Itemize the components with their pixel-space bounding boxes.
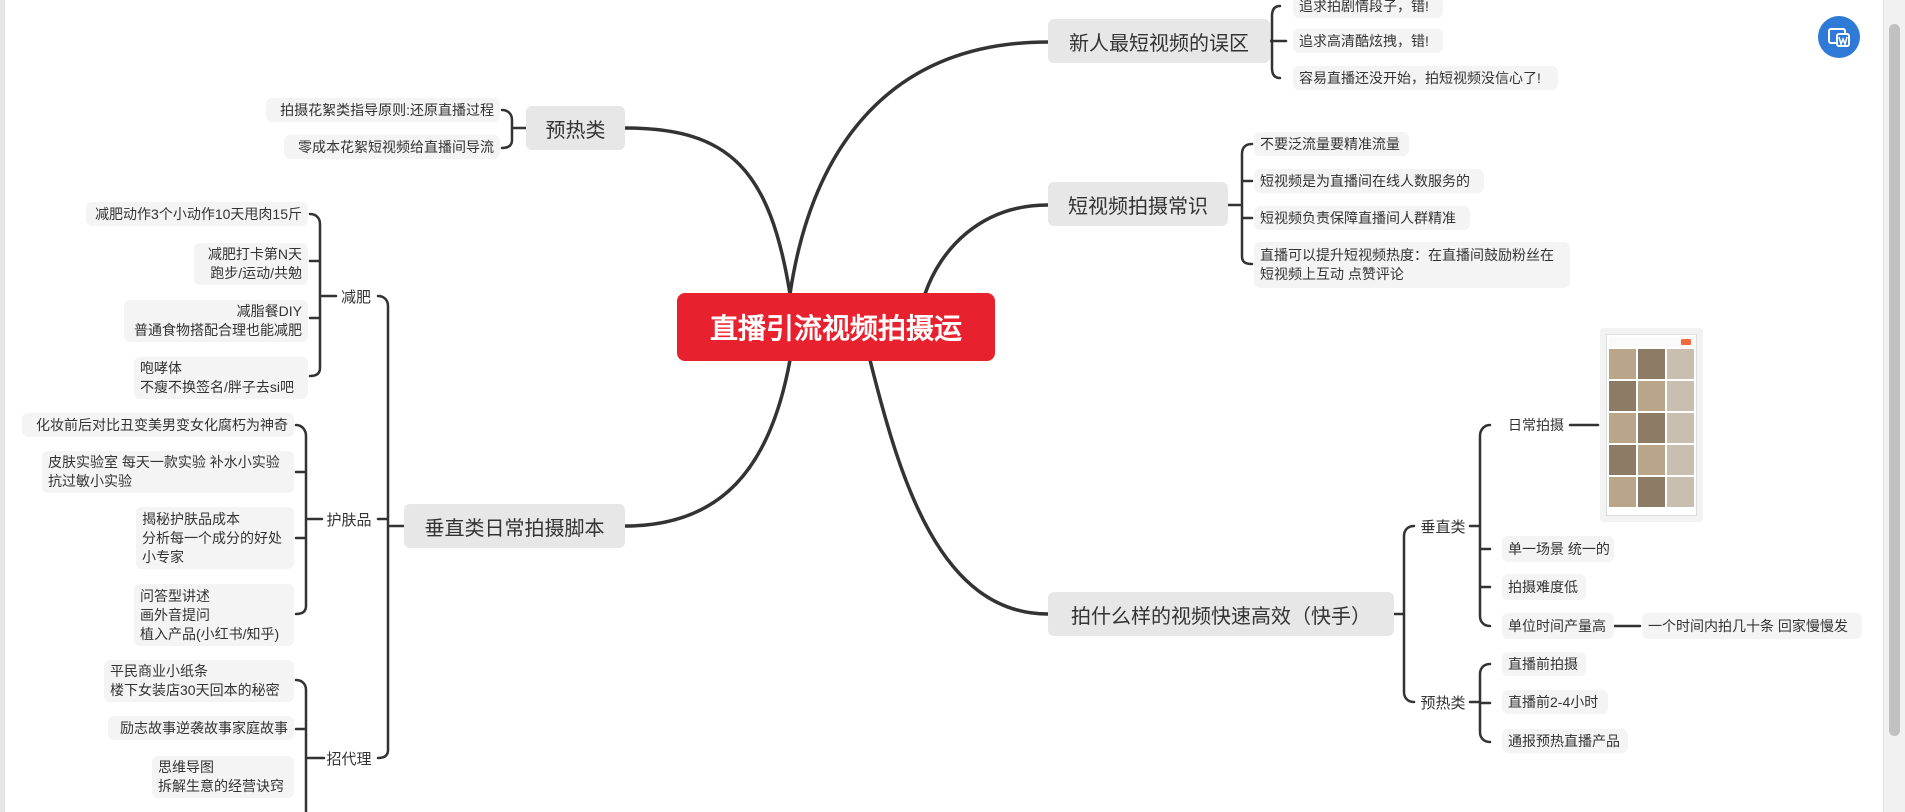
- phone-status-bar: [1609, 337, 1694, 347]
- daily-skincare[interactable]: 护肤品: [326, 511, 372, 529]
- warmup-item-1[interactable]: 直播前拍摄: [1502, 652, 1586, 676]
- vertical-item-4[interactable]: 单位时间产量高: [1502, 613, 1614, 639]
- branch-mistakes[interactable]: 新人最短视频的误区: [1048, 19, 1270, 63]
- fast-warmup[interactable]: 预热类: [1420, 694, 1466, 712]
- diet-item-2[interactable]: 减肥打卡第N天 跑步/运动/共勉: [194, 243, 308, 285]
- share-to-app-icon: [1828, 28, 1850, 47]
- skincare-item-4[interactable]: 问答型讲述 画外音提问 植入产品(小红书/知乎): [134, 584, 294, 646]
- diet-item-4[interactable]: 咆哮体 不瘦不换签名/胖子去si吧: [134, 357, 308, 399]
- agent-item-2[interactable]: 励志故事逆袭故事家庭故事: [108, 716, 294, 740]
- diet-item-3[interactable]: 减脂餐DIY 普通食物搭配合理也能减肥: [124, 300, 308, 342]
- skincare-item-2[interactable]: 皮肤实验室 每天一款实验 补水小实验 抗过敏小实验: [42, 451, 294, 493]
- warmup-item-3[interactable]: 通报预热直播产品: [1502, 729, 1628, 753]
- vertical-item-1[interactable]: 日常拍摄: [1508, 417, 1564, 433]
- skincare-item-3[interactable]: 揭秘护肤品成本 分析每一个成分的好处 小专家: [136, 507, 294, 569]
- mistakes-item-3[interactable]: 容易直播还没开始，拍短视频没信心了!: [1293, 66, 1558, 90]
- phone-screenshot: [1606, 334, 1697, 516]
- warmup-item-2[interactable]: 直播前2-4小时: [1502, 690, 1608, 714]
- branch-daily[interactable]: 垂直类日常拍摄脚本: [404, 504, 625, 548]
- branch-fast[interactable]: 拍什么样的视频快速高效（快手）: [1048, 592, 1394, 636]
- vertical-item-2[interactable]: 单一场景 统一的: [1502, 536, 1614, 562]
- common-item-3[interactable]: 短视频负责保障直播间人群精准: [1254, 206, 1470, 230]
- agent-item-1[interactable]: 平民商业小纸条 楼下女装店30天回本的秘密: [104, 660, 294, 702]
- vertical-item-3[interactable]: 拍摄难度低: [1502, 574, 1586, 600]
- common-item-1[interactable]: 不要泛流量要精准流量: [1254, 132, 1409, 156]
- skincare-item-1[interactable]: 化妆前后对比丑变美男变女化腐朽为神奇: [22, 413, 294, 437]
- left-edge: [0, 0, 5, 812]
- diet-item-1[interactable]: 减肥动作3个小动作10天甩肉15斤: [86, 202, 308, 226]
- common-item-2[interactable]: 短视频是为直播间在线人数服务的: [1254, 169, 1484, 193]
- daily-agent[interactable]: 招代理: [326, 750, 372, 768]
- vertical-detail[interactable]: 一个时间内拍几十条 回家慢慢发: [1642, 613, 1862, 639]
- mistakes-item-1[interactable]: 追求拍剧情段子，错!: [1293, 0, 1443, 18]
- daily-diet[interactable]: 减肥: [340, 288, 371, 306]
- fast-vertical[interactable]: 垂直类: [1420, 518, 1466, 536]
- branch-preheat[interactable]: 预热类: [526, 106, 625, 150]
- branch-common[interactable]: 短视频拍摄常识: [1048, 182, 1228, 226]
- root-topic[interactable]: 直播引流视频拍摄运: [677, 293, 995, 361]
- preheat-item-1[interactable]: 拍摄花絮类指导原则:还原直播过程: [266, 98, 500, 122]
- common-item-4[interactable]: 直播可以提升短视频热度：在直播间鼓励粉丝在 短视频上互动 点赞评论: [1254, 242, 1570, 288]
- mistakes-item-2[interactable]: 追求高清酷炫拽，错!: [1293, 29, 1443, 53]
- agent-item-3[interactable]: 思维导图 拆解生意的经营诀窍: [152, 756, 294, 798]
- scrollbar-thumb[interactable]: [1889, 24, 1900, 736]
- video-preview-thumbnail[interactable]: [1600, 328, 1703, 522]
- vertical-scrollbar[interactable]: [1883, 0, 1905, 812]
- share-button[interactable]: [1818, 16, 1860, 58]
- video-grid: [1609, 347, 1694, 507]
- preheat-item-2[interactable]: 零成本花絮短视频给直播间导流: [284, 135, 500, 159]
